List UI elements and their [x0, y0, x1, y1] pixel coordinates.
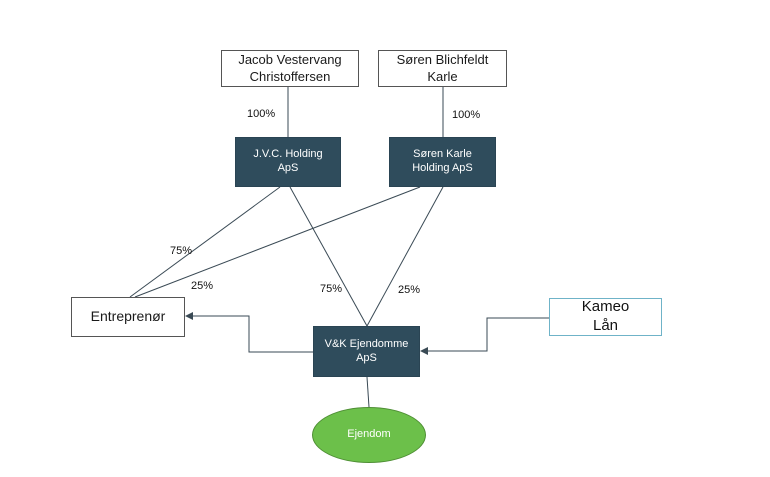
- sk-line1: Søren Karle: [413, 148, 472, 161]
- label-jvc-entreprenor: 75%: [170, 245, 193, 257]
- ejendom-label: Ejendom: [347, 428, 391, 441]
- jvc-line2: ApS: [277, 162, 299, 174]
- edge-sk-vk: [366, 186, 444, 327]
- entreprenor-label: Entreprenør: [90, 308, 166, 325]
- label-jacob-jvc: 100%: [247, 108, 276, 120]
- edge-jvc-vk: [289, 186, 368, 327]
- label-sk-entreprenor: 25%: [191, 280, 214, 292]
- vk-line2: ApS: [356, 351, 377, 364]
- jvc-line1: J.V.C. Holding: [253, 148, 323, 161]
- soren-name-line1: Søren Blichfeldt: [396, 52, 489, 68]
- label-jvc-vk: 75%: [320, 283, 343, 295]
- soren-name-line2: Karle: [427, 68, 458, 84]
- jacob-name-line2: Christoffersen: [249, 68, 331, 84]
- kameo-line1: Kameo: [581, 298, 630, 316]
- ejendom-node: Ejendom: [312, 407, 426, 463]
- jacob-name-line1: Jacob Vestervang: [238, 52, 342, 68]
- edge-sk-entreprenor: [134, 186, 421, 298]
- label-soren-sk: 100%: [452, 109, 481, 121]
- kameo-line2: Lån: [592, 317, 619, 334]
- edge-jvc-entreprenor: [129, 186, 281, 298]
- label-sk-vk: 25%: [398, 284, 421, 296]
- sk-line2: Holding ApS: [412, 162, 473, 174]
- vk-line1: V&K Ejendomme: [324, 337, 409, 350]
- entreprenor-node: Entreprenør: [71, 297, 185, 337]
- edge-kameo-vk: [420, 317, 549, 355]
- edge-vk-entreprenor: [185, 312, 313, 353]
- edge-vk-ejendom: [366, 376, 370, 408]
